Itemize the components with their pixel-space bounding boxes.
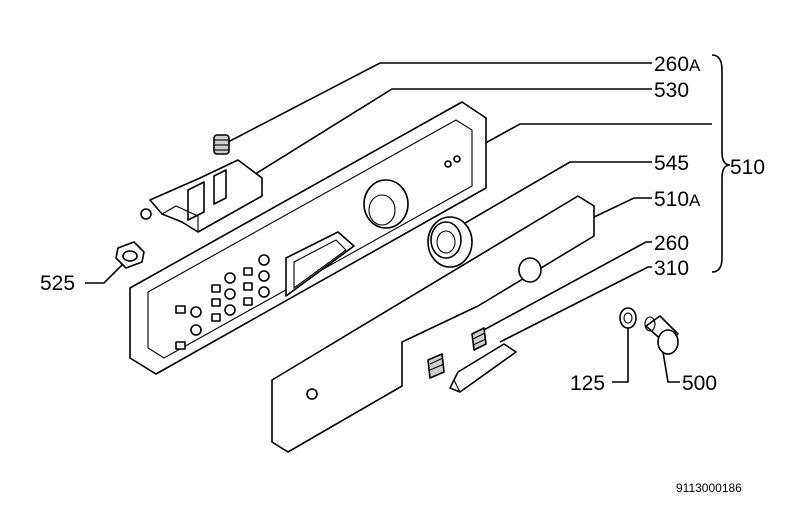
back-plate-510a — [271, 195, 595, 453]
leader-125 — [612, 326, 629, 383]
leader-500 — [661, 345, 680, 383]
label-545: 545 — [654, 152, 689, 175]
label-530: 530 — [654, 79, 689, 102]
spring-310 — [471, 327, 487, 351]
knob-500 — [644, 315, 679, 355]
label-310: 310 — [654, 257, 689, 280]
leader-260a — [227, 62, 652, 143]
spring-260a — [213, 134, 230, 155]
document-number: 9113000186 — [676, 481, 742, 495]
bracket-530 — [140, 159, 263, 233]
lever — [449, 343, 517, 393]
leader-lines — [85, 54, 731, 383]
leader-510-panel — [479, 123, 712, 147]
label-500: 500 — [682, 372, 717, 395]
label-510: 510 — [730, 156, 765, 179]
leader-510a — [591, 197, 652, 219]
label-510a: 510A — [654, 188, 701, 211]
bushing-125 — [619, 307, 637, 329]
label-260: 260 — [654, 232, 689, 255]
label-260a: 260A — [654, 53, 701, 76]
ring-545 — [427, 216, 473, 268]
knob-525 — [115, 241, 145, 269]
spring-260 — [427, 353, 445, 379]
leader-260 — [479, 241, 652, 333]
bracket-510 — [711, 54, 731, 273]
label-525: 525 — [40, 272, 75, 295]
leader-545 — [459, 161, 652, 227]
leader-310 — [499, 266, 652, 343]
control-panel-510 — [129, 101, 487, 375]
leader-525 — [85, 262, 125, 284]
label-125: 125 — [570, 372, 605, 395]
leader-530 — [235, 88, 652, 187]
